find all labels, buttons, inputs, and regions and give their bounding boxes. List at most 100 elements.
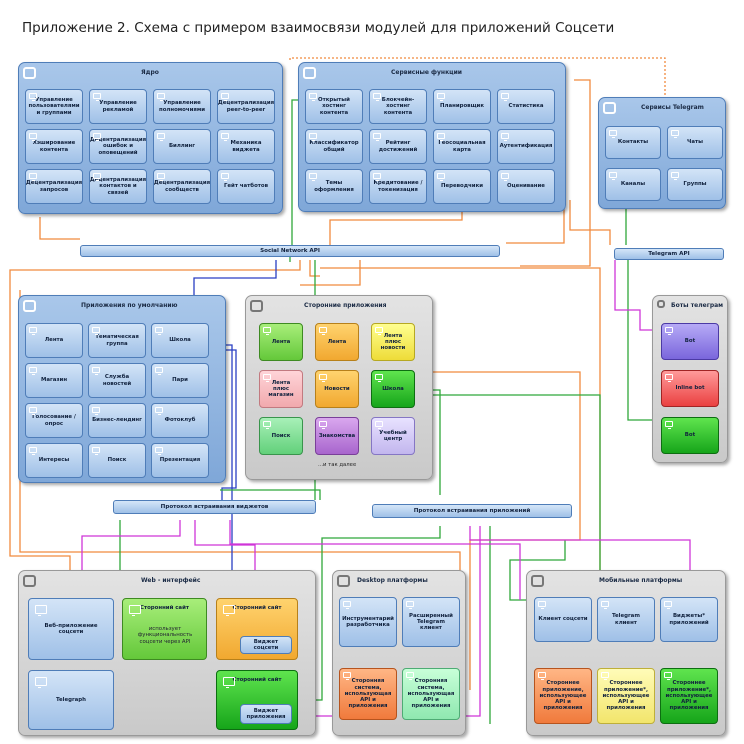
monitor-icon: [375, 374, 383, 382]
monitor-icon: [93, 173, 101, 181]
monitor-icon: [343, 672, 351, 680]
mobile-item[interactable]: Стороннее приложение, использующее API и…: [534, 668, 592, 724]
app-widget-box[interactable]: Виджет приложения: [240, 704, 292, 724]
monitor-icon: [155, 327, 163, 335]
monitor-icon: [665, 327, 673, 335]
telegram-service-item[interactable]: Каналы: [605, 168, 661, 201]
default-app-item[interactable]: Презентация: [151, 443, 209, 478]
mobile-title: Мобильные платформы: [599, 577, 683, 584]
telegram-service-item[interactable]: Чаты: [667, 126, 723, 159]
core-item[interactable]: Управление пользователями и группами: [25, 89, 83, 124]
mobile-item[interactable]: Стороннее приложение*, использующее API …: [597, 668, 655, 724]
monitor-icon: [538, 601, 546, 609]
service-item[interactable]: Темы оформления: [305, 169, 363, 204]
third-party-app-item[interactable]: Лента: [315, 323, 359, 361]
monitor-icon: [664, 672, 672, 680]
monitor-icon: [92, 367, 100, 375]
third-party-app-item[interactable]: Учебный центр: [371, 417, 415, 455]
telegram-bot-item[interactable]: Bot: [661, 323, 719, 360]
default-app-item[interactable]: Служба новостей: [88, 363, 146, 398]
monitor-icon: [263, 421, 271, 429]
default-app-item[interactable]: Интересы: [25, 443, 83, 478]
monitor-icon: [437, 133, 445, 141]
mobile-item[interactable]: Клиент соцсети: [534, 597, 592, 642]
core-item[interactable]: Децентрализация контактов и связей: [89, 169, 147, 204]
monitor-icon: [319, 327, 327, 335]
service-item[interactable]: Кредитование / токенизация: [369, 169, 427, 204]
monitor-icon: [29, 327, 37, 335]
monitor-icon: [93, 133, 101, 141]
core-item[interactable]: Децентрализация ошибок и оповещений: [89, 129, 147, 164]
social-widget-box[interactable]: Виджет соцсети: [240, 636, 292, 654]
core-item[interactable]: Управление полномочиями: [153, 89, 211, 124]
social-network-api-bar[interactable]: Social Network API: [80, 245, 500, 257]
core-item[interactable]: Биллинг: [153, 129, 211, 164]
apps-protocol-bar[interactable]: Протокол встраивания приложений: [372, 504, 572, 518]
telegram-api-bar[interactable]: Telegram API: [614, 248, 724, 260]
telegram-bot-item[interactable]: Bot: [661, 417, 719, 454]
web-app-box[interactable]: Веб-приложение соцсети: [28, 598, 114, 660]
default-app-item[interactable]: Лента: [25, 323, 83, 358]
monitor-icon: [319, 421, 327, 429]
monitor-icon: [501, 93, 509, 101]
service-item[interactable]: Рейтинг достижений: [369, 129, 427, 164]
telegram-service-item[interactable]: Контакты: [605, 126, 661, 159]
third-party-app-item[interactable]: Лента: [259, 323, 303, 361]
telegraph-box[interactable]: Telegraph: [28, 670, 114, 730]
monitor-icon: [263, 374, 271, 382]
service-item[interactable]: Переводчики: [433, 169, 491, 204]
core-item[interactable]: Гейт чатботов: [217, 169, 275, 204]
default-app-item[interactable]: Тематическая группа: [88, 323, 146, 358]
third-party-app-item[interactable]: Знакомства: [315, 417, 359, 455]
default-app-item[interactable]: Школа: [151, 323, 209, 358]
service-item[interactable]: Геосоциальная карта: [433, 129, 491, 164]
mobile-item[interactable]: Telegram клиент: [597, 597, 655, 642]
monitor-icon: [29, 447, 37, 455]
default-app-item[interactable]: Фотоклуб: [151, 403, 209, 438]
third-party-app-item[interactable]: Школа: [371, 370, 415, 408]
core-item[interactable]: Управление рекламой: [89, 89, 147, 124]
desktop-item[interactable]: Инструментарий разработчика: [339, 597, 397, 647]
monitor-icon: [406, 672, 414, 680]
third-party-app-item[interactable]: Лента плюс магазин: [259, 370, 303, 408]
mobile-item[interactable]: Стороннее приложение*, использующее API …: [660, 668, 718, 724]
default-app-item[interactable]: Пари: [151, 363, 209, 398]
service-item[interactable]: Классификатор общий: [305, 129, 363, 164]
core-item[interactable]: Децентрализация сообществ: [153, 169, 211, 204]
service-item[interactable]: Оценивание: [497, 169, 555, 204]
monitor-icon: [309, 133, 317, 141]
widgets-protocol-bar[interactable]: Протокол встраивания виджетов: [113, 500, 316, 514]
desktop-item[interactable]: Сторонняя система, использующая API и пр…: [402, 668, 460, 720]
third-party-app-item[interactable]: Поиск: [259, 417, 303, 455]
telegram-service-item[interactable]: Группы: [667, 168, 723, 201]
services-title: Сервисные функции: [391, 69, 462, 76]
default-app-item[interactable]: Поиск: [88, 443, 146, 478]
desktop-item[interactable]: Сторонняя система, использующая API и пр…: [339, 668, 397, 720]
third-party-app-item[interactable]: Новости: [315, 370, 359, 408]
default-app-item[interactable]: Бизнес-лендинг: [88, 403, 146, 438]
service-item[interactable]: Аутентификация: [497, 129, 555, 164]
service-item[interactable]: Планировщик: [433, 89, 491, 124]
core-item[interactable]: Децентрализация запросов: [25, 169, 83, 204]
monitor-icon: [671, 130, 679, 138]
core-item[interactable]: Механика виджета: [217, 129, 275, 164]
default-app-item[interactable]: Магазин: [25, 363, 83, 398]
third-party-app-item[interactable]: Лента плюс новости: [371, 323, 415, 361]
core-item[interactable]: Хэширование контента: [25, 129, 83, 164]
monitor-icon: [671, 172, 679, 180]
monitor-icon: [437, 93, 445, 101]
service-item[interactable]: Открытый хостинг контента: [305, 89, 363, 124]
monitor-icon: [29, 367, 37, 375]
desktop-item[interactable]: Расширенный Telegram клиент: [402, 597, 460, 647]
module-icon: [531, 575, 544, 587]
core-item[interactable]: Децентрализация peer-to-peer: [217, 89, 275, 124]
telegram-bot-item[interactable]: Inline bot: [661, 370, 719, 407]
monitor-icon: [263, 327, 271, 335]
third-party-apps-title: Сторонние приложения: [304, 302, 387, 309]
service-item[interactable]: Статистика: [497, 89, 555, 124]
default-app-item[interactable]: Голосование / опрос: [25, 403, 83, 438]
monitor-icon: [155, 367, 163, 375]
third-party-site-api[interactable]: Сторонний сайт: [122, 598, 207, 660]
service-item[interactable]: Блокчейн-хостинг контента: [369, 89, 427, 124]
mobile-item[interactable]: Виджеты* приложений: [660, 597, 718, 642]
